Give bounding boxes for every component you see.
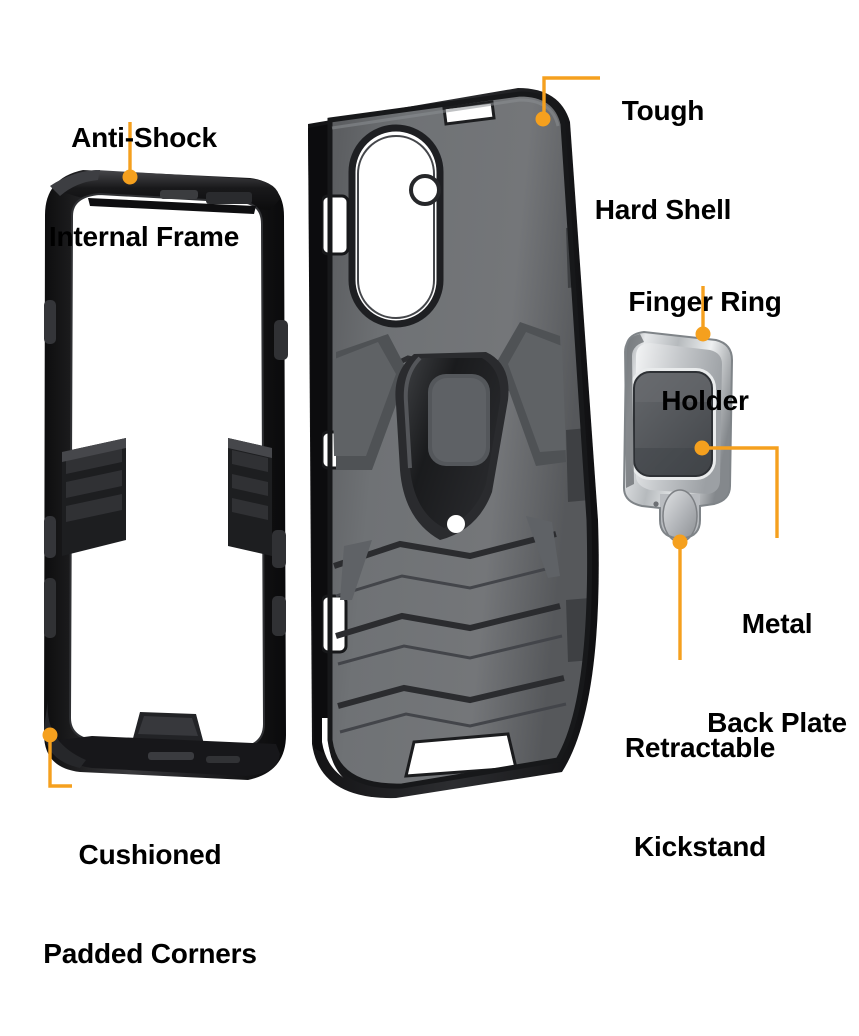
dot-retractable-kickstand bbox=[672, 534, 688, 550]
callout-label-anti-shock-internal-frame: Anti-Shock Internal Frame bbox=[49, 55, 239, 319]
callout-line-1: Anti-Shock bbox=[71, 122, 217, 153]
dot-finger-ring-holder bbox=[695, 326, 711, 342]
dot-anti-shock-internal-frame bbox=[122, 169, 138, 185]
dot-tough-hard-shell bbox=[535, 111, 551, 127]
callout-label-finger-ring-holder: Finger Ring Holder bbox=[628, 219, 782, 483]
callout-line-1: Cushioned bbox=[78, 839, 222, 870]
callout-line-1: Finger Ring bbox=[628, 286, 782, 317]
leader-metal-back-plate bbox=[704, 446, 779, 538]
product-illustration bbox=[42, 76, 779, 799]
callout-label-retractable-kickstand: Retractable Kickstand bbox=[624, 665, 776, 929]
callout-line-1: Metal bbox=[741, 608, 813, 639]
callout-label-tough-hard-shell: Tough Hard Shell bbox=[594, 28, 732, 292]
callout-line-2: Back Plate bbox=[707, 707, 847, 738]
dot-cushioned-padded-corners bbox=[42, 727, 58, 743]
callout-line-2: Holder bbox=[661, 385, 749, 416]
callout-label-metal-back-plate: Metal Back Plate bbox=[707, 541, 847, 805]
dot-metal-back-plate bbox=[694, 440, 710, 456]
callout-line-2: Internal Frame bbox=[48, 221, 240, 252]
product-feature-diagram: Anti-Shock Internal Frame Tough Hard She… bbox=[42, 28, 847, 969]
leader-cushioned-padded-corners bbox=[48, 737, 72, 788]
callout-label-cushioned-padded-corners: Cushioned Padded Corners bbox=[43, 772, 257, 1036]
leader-tough-hard-shell bbox=[542, 76, 600, 119]
callout-line-2: Hard Shell bbox=[594, 194, 732, 225]
callout-line-1: Retractable bbox=[624, 732, 776, 763]
callout-dots bbox=[42, 111, 711, 743]
internal-frame-illustration bbox=[44, 170, 288, 780]
callout-line-1: Tough bbox=[621, 95, 705, 126]
callout-line-2: Kickstand bbox=[633, 831, 767, 862]
callout-line-2: Padded Corners bbox=[43, 938, 257, 969]
hard-shell-illustration bbox=[308, 88, 599, 799]
ring-holder-illustration bbox=[622, 330, 734, 543]
callout-leaders bbox=[48, 76, 779, 788]
